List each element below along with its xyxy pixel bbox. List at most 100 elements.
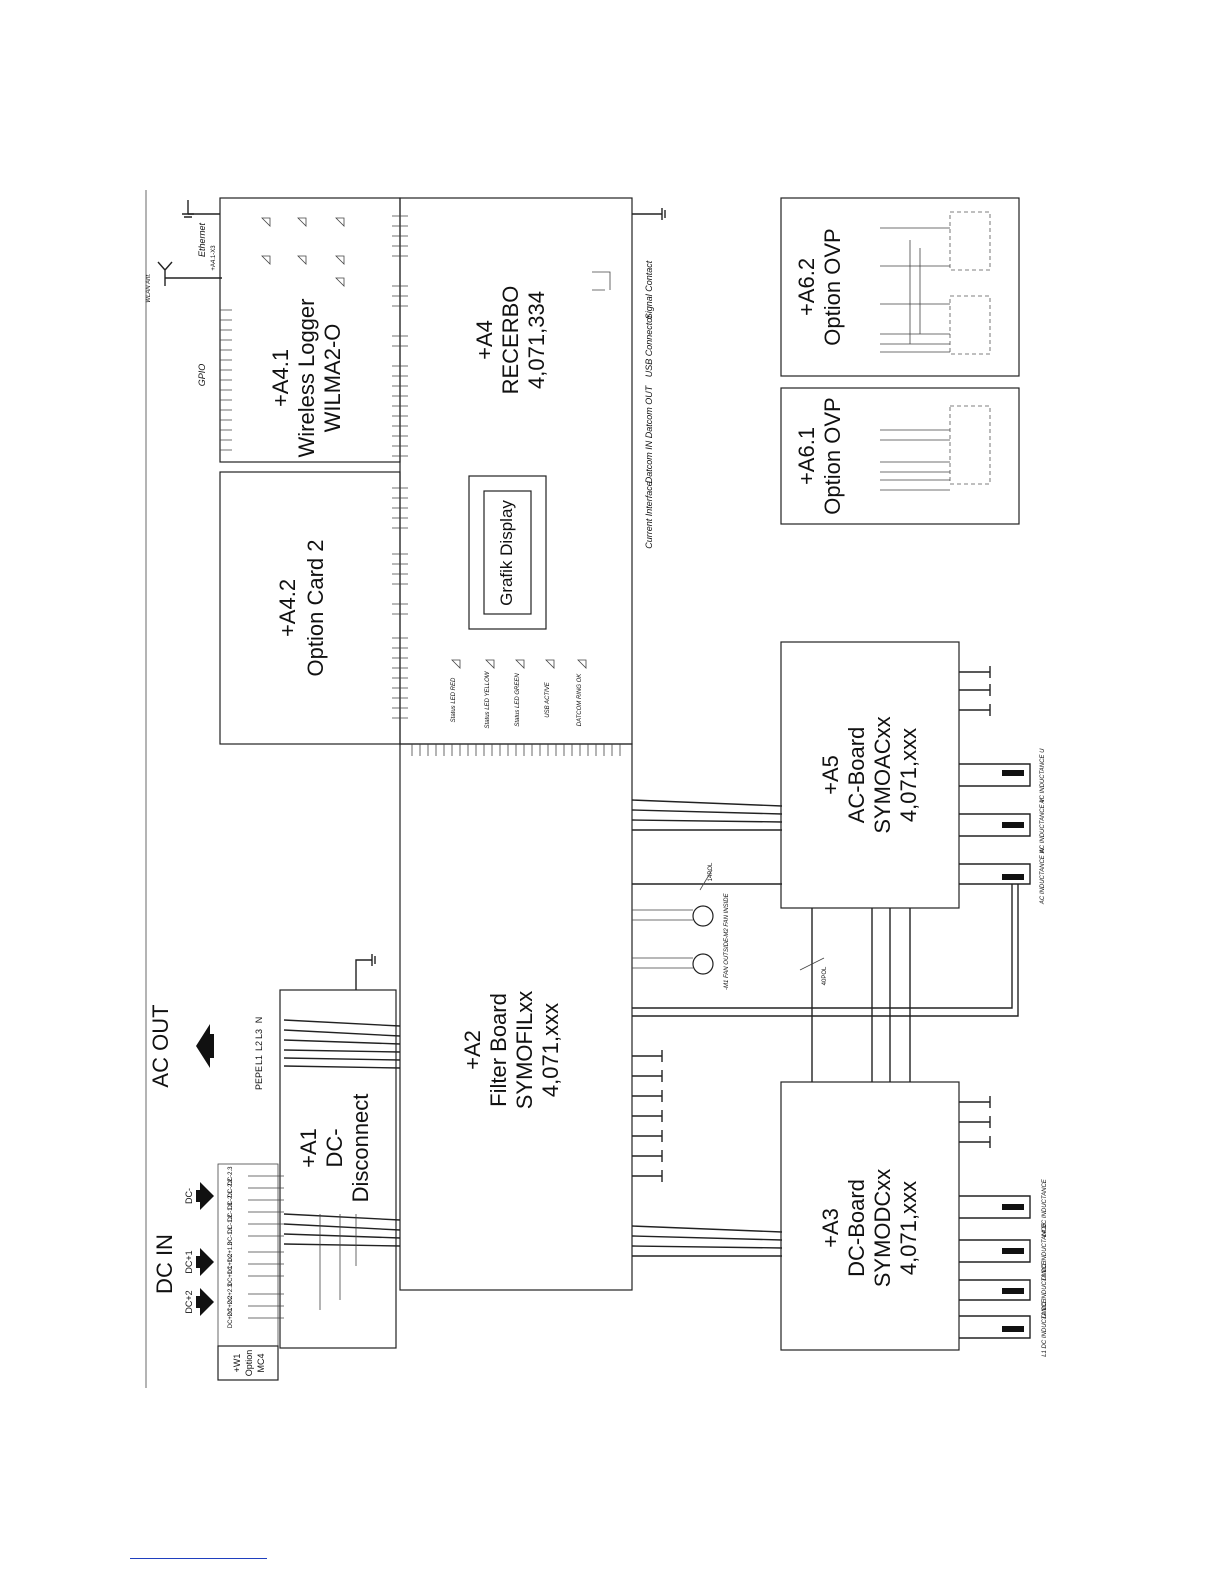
w1-id: +W1: [232, 1354, 242, 1373]
inductance-w-label: AC INDUCTANCE W: [1040, 847, 1046, 906]
block-a1: +A1 DC- Disconnect: [279, 954, 401, 1349]
a4-1-model: WILMA2-O: [320, 324, 345, 433]
block-a4: +A4 RECERBO 4,071,334 Grafik Display Sig…: [392, 197, 666, 745]
port-signal-contact: Signal Contact: [644, 260, 654, 319]
a4-model: 4,071,334: [524, 291, 549, 389]
svg-text:DC+2.2: DC+2.2: [228, 1295, 234, 1316]
inductance-l3-label: L3 DC INDUCTANCE: [1042, 1222, 1048, 1281]
a1-name2: Disconnect: [348, 1094, 373, 1203]
led-icon: [451, 659, 587, 669]
a6-2-name: Option OVP: [820, 228, 845, 345]
a4-frame: [399, 197, 633, 745]
a3-part: 4,071,xxx: [896, 1181, 921, 1275]
ground-icon: [632, 208, 666, 220]
port-datcom-out: Datcom OUT: [644, 384, 654, 438]
svg-text:PE: PE: [254, 1078, 264, 1090]
w1-name: Option: [244, 1350, 254, 1377]
ac-out-arrow-icon: [196, 1024, 214, 1068]
a4-pin-row: [392, 215, 408, 719]
svg-text:DC-2.1: DC-2.1: [228, 1190, 234, 1210]
inductance-u-label: AC INDUCTANCE U: [1040, 748, 1046, 805]
a4-name: RECERBO: [498, 286, 523, 395]
ground-icon: [959, 666, 991, 716]
grafik-display: [468, 475, 547, 630]
inductance-l2-icon: [1002, 1288, 1024, 1294]
a2-part: 4,071,xxx: [538, 1003, 563, 1097]
a2-id: +A2: [460, 1030, 485, 1070]
a6-2-frame: [780, 197, 1020, 377]
a6-2-id: +A6.2: [794, 258, 819, 316]
dc-in-label: DC IN: [152, 1234, 177, 1294]
svg-text:L2: L2: [254, 1041, 264, 1051]
a4-led-row: Status LED RED Status LED YELLOW Status …: [451, 659, 587, 728]
block-a2: +A2 Filter Board SYMOFILxx 4,071,xxx -M2…: [399, 743, 828, 1291]
ground-icon: [959, 1096, 991, 1148]
svg-text:PE: PE: [254, 1066, 264, 1078]
inductance-v-icon: [1002, 822, 1024, 828]
port-current-interface: Current Interface: [644, 481, 654, 549]
dc-plus1-arrow-icon: [196, 1248, 214, 1276]
svg-text:L1: L1: [254, 1055, 264, 1065]
fan-m1-label: -M1 FAN OUTSIDE: [724, 937, 730, 990]
a4-2-id: +A4.2: [275, 579, 300, 637]
a1-frame: [279, 989, 397, 1349]
a4-1-id: +A4.1: [268, 349, 293, 407]
a6-1-frame: [780, 387, 1020, 525]
inductance-l4-icon: [1002, 1204, 1024, 1210]
dc-in-terminals: DC-2.3 DC-2.2 DC-2.1 DC-1.3 DC-1.2 DC-1.…: [217, 1163, 284, 1347]
ground-icon: [355, 954, 376, 990]
inductance-v-label: AC INDUCTANCE V: [1040, 798, 1046, 855]
a5-frame: [780, 641, 960, 909]
inductance-u-icon: [1002, 770, 1024, 776]
inductance-l3-icon: [1002, 1248, 1024, 1254]
led-usb-label: USB ACTIVE: [545, 681, 551, 717]
dc-bus-wires: [631, 1225, 783, 1257]
svg-text:DC+1.1: DC+1.1: [228, 1265, 234, 1286]
block-a3: +A3 DC-Board SYMODCxx 4,071,xxx L4 DC IN…: [780, 1081, 1048, 1357]
a1-id: +A1: [296, 1128, 321, 1168]
a3-model: SYMODCxx: [870, 1169, 895, 1288]
fan-m2-label: -M2 FAN INSIDE: [724, 892, 730, 938]
inductance-l1-label: L1 DC INDUCTANCE: [1042, 1298, 1048, 1357]
inductance-l4-label: L4 DC INDUCTANCE: [1042, 1178, 1048, 1237]
led-icon: [261, 217, 345, 287]
dc-plus2-label: DC+2: [184, 1290, 194, 1313]
svg-text:DC+2.1: DC+2.1: [228, 1307, 234, 1328]
gpio-label: GPIO: [197, 364, 207, 387]
led-green-label: Status LED GREEN: [515, 673, 521, 727]
block-a6-2: +A6.2 Option OVP: [780, 197, 1020, 377]
dc-plus1-label: DC+1: [184, 1250, 194, 1273]
wlan-label: WLAN Ant.: [146, 273, 152, 302]
a4-1-x3-label: +A4.1-X3: [211, 245, 217, 271]
svg-text:DC+1.2: DC+1.2: [228, 1253, 234, 1274]
ground-icon: [632, 1050, 663, 1182]
a6-1-name: Option OVP: [820, 397, 845, 514]
dc-minus-arrow-icon: [196, 1182, 214, 1210]
a4-id: +A4: [472, 320, 497, 360]
a5-name: AC-Board: [844, 727, 869, 824]
a3-frame: [780, 1081, 960, 1351]
svg-text:L3: L3: [254, 1029, 264, 1039]
block-a4-1: +A4.1 Wireless Logger WILMA2-O Ethernet …: [146, 197, 401, 463]
a3-id: +A3: [818, 1208, 843, 1248]
svg-text:DC-2.2: DC-2.2: [228, 1178, 234, 1198]
fan-m2-icon: [692, 905, 714, 927]
ac-out-label: AC OUT: [148, 1004, 173, 1087]
svg-text:DC+1.3: DC+1.3: [228, 1241, 234, 1262]
dc-plus2-arrow-icon: [196, 1288, 214, 1316]
fan-m1-icon: [692, 953, 714, 975]
ac-out-terminals: N L3 L2 L1 PE PE: [254, 1017, 264, 1090]
inductance-w-icon: [1002, 874, 1024, 880]
w1-model: MC4: [256, 1353, 266, 1372]
svg-text:N: N: [254, 1017, 264, 1024]
svg-text:DC-1.3: DC-1.3: [228, 1202, 234, 1222]
a4-1-name: Wireless Logger: [294, 299, 319, 458]
a5-part: 4,071,xxx: [896, 728, 921, 822]
block-a6-1: +A6.1 Option OVP: [780, 387, 1020, 525]
antenna-icon: [157, 261, 222, 286]
ac-bus-wires: [631, 799, 783, 831]
svg-text:DC-1.1: DC-1.1: [228, 1226, 234, 1246]
footnote-separator: [130, 1558, 267, 1559]
block-a4-2: +A4.2 Option Card 2: [219, 471, 401, 745]
grafik-display-label: Grafik Display: [497, 500, 516, 606]
